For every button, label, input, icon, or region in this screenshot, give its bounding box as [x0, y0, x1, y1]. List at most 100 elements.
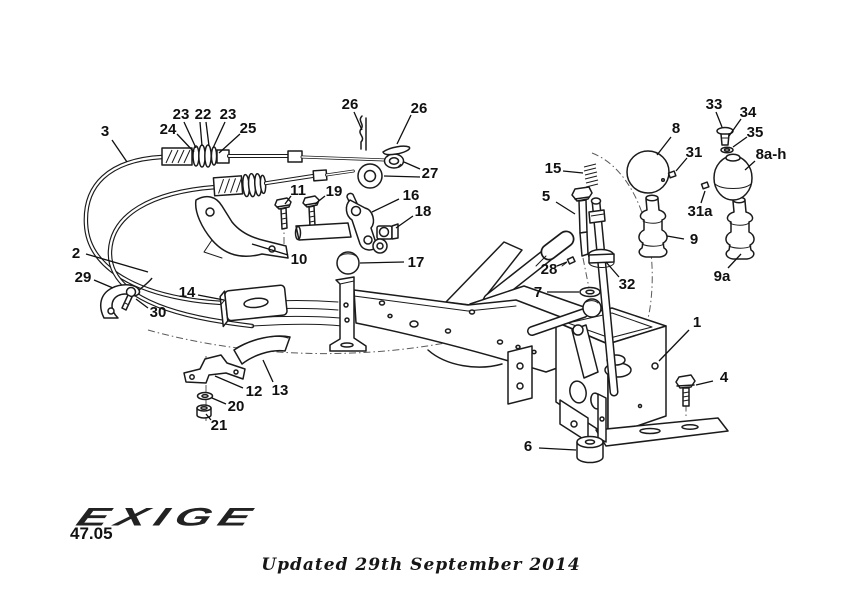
part-number-label: 24 — [160, 121, 177, 138]
leader-line — [314, 195, 326, 205]
washer-20 — [196, 391, 214, 401]
leader-line — [666, 235, 685, 240]
leader-line — [715, 111, 723, 128]
leader-line — [135, 298, 149, 309]
pivot-ball-17 — [336, 251, 360, 275]
leader-line — [251, 243, 289, 256]
leader-line — [85, 253, 149, 273]
part-number-label: 9a — [714, 268, 731, 285]
leader-line — [211, 397, 227, 405]
callout-7: 7 — [534, 284, 579, 301]
part-number-label: 21 — [211, 417, 228, 434]
leader-line — [695, 380, 714, 386]
leader-line — [556, 261, 568, 267]
callout-8a-h: 8a-h — [744, 146, 786, 171]
leader-line — [183, 121, 197, 149]
leader-line — [359, 261, 405, 264]
part-number-label: 16 — [403, 187, 420, 204]
leader-line — [218, 133, 241, 154]
part-number-label: 12 — [246, 383, 263, 400]
leader-line — [205, 121, 210, 147]
callout-34: 34 — [728, 104, 757, 137]
callout-9: 9 — [666, 231, 698, 248]
set-screw-31a — [700, 181, 710, 190]
part-number-label: 1 — [693, 314, 701, 331]
callout-33: 33 — [706, 96, 723, 128]
cable-grommet-block — [219, 284, 288, 328]
gear-lever-rod — [587, 197, 619, 397]
leader-line — [656, 136, 672, 156]
part-number-label: 26 — [411, 100, 428, 117]
callout-16: 16 — [371, 187, 420, 213]
part-number-label: 11 — [290, 182, 306, 199]
part-number-label: 23 — [173, 106, 190, 123]
callout-6: 6 — [524, 438, 577, 455]
cable-abutment-bracket — [194, 195, 289, 259]
washer-35 — [720, 146, 734, 154]
leader-line — [199, 121, 203, 147]
leader-line — [284, 195, 292, 205]
heatshield-plate — [233, 335, 291, 365]
callout-23: 23 — [173, 106, 197, 149]
leader-line — [93, 279, 114, 289]
callout-8: 8 — [656, 120, 680, 156]
callout-29: 29 — [75, 269, 114, 289]
bolt-30 — [121, 286, 137, 311]
part-number-label: 5 — [542, 188, 550, 205]
part-number-label: 27 — [422, 165, 439, 182]
part-number-label: 29 — [75, 269, 92, 286]
part-number-label: 10 — [291, 251, 308, 268]
leader-line — [214, 375, 244, 389]
support-bracket-12 — [183, 354, 246, 384]
part-number-label: 20 — [228, 398, 245, 415]
callout-19: 19 — [314, 183, 343, 205]
part-number-label: 14 — [179, 284, 196, 301]
part-number-label: 19 — [326, 183, 343, 200]
callout-30: 30 — [135, 298, 166, 321]
callout-2: 2 — [72, 245, 149, 273]
leader-line — [727, 253, 742, 269]
selector-linkage — [527, 298, 602, 379]
leader-line — [353, 111, 363, 131]
cable-end-fitting-lower — [212, 163, 383, 198]
callout-20: 20 — [211, 397, 245, 415]
set-screw-31 — [667, 170, 677, 179]
part-number-label: 4 — [720, 369, 729, 386]
nut-21 — [196, 404, 212, 419]
callout-15: 15 — [545, 160, 584, 177]
leader-line — [396, 114, 412, 145]
part-number-label: 15 — [545, 160, 562, 177]
washer-7 — [579, 286, 601, 298]
part-number-label: 2 — [72, 245, 80, 262]
section-code: 47.05 — [70, 524, 113, 543]
callout-31a: 31a — [687, 190, 713, 220]
leader-line — [262, 359, 274, 383]
leader-line — [395, 215, 414, 229]
leader-line — [732, 136, 748, 148]
screw-34 — [720, 133, 730, 146]
leader-line — [197, 294, 225, 301]
callout-17: 17 — [359, 254, 424, 271]
leader-line — [658, 329, 690, 362]
callout-5: 5 — [542, 188, 576, 215]
part-number-label: 33 — [706, 96, 723, 113]
leader-line — [728, 118, 742, 137]
part-number-label: 31a — [687, 203, 713, 220]
part-number-label: 34 — [740, 104, 757, 121]
gear-knob-egg — [713, 153, 753, 201]
callout-25: 25 — [218, 120, 256, 154]
callout-26: 26 — [342, 96, 363, 131]
leader-line — [371, 198, 400, 213]
screw-28 — [561, 256, 576, 267]
chassis-frame — [329, 230, 605, 405]
part-number-label: 8 — [672, 120, 680, 137]
clip-hairpin — [359, 115, 367, 151]
leader-line — [562, 170, 584, 174]
callout-21: 21 — [205, 413, 228, 434]
part-number-label: 31 — [686, 144, 703, 161]
leader-line — [744, 160, 756, 171]
callout-9a: 9a — [714, 253, 742, 285]
